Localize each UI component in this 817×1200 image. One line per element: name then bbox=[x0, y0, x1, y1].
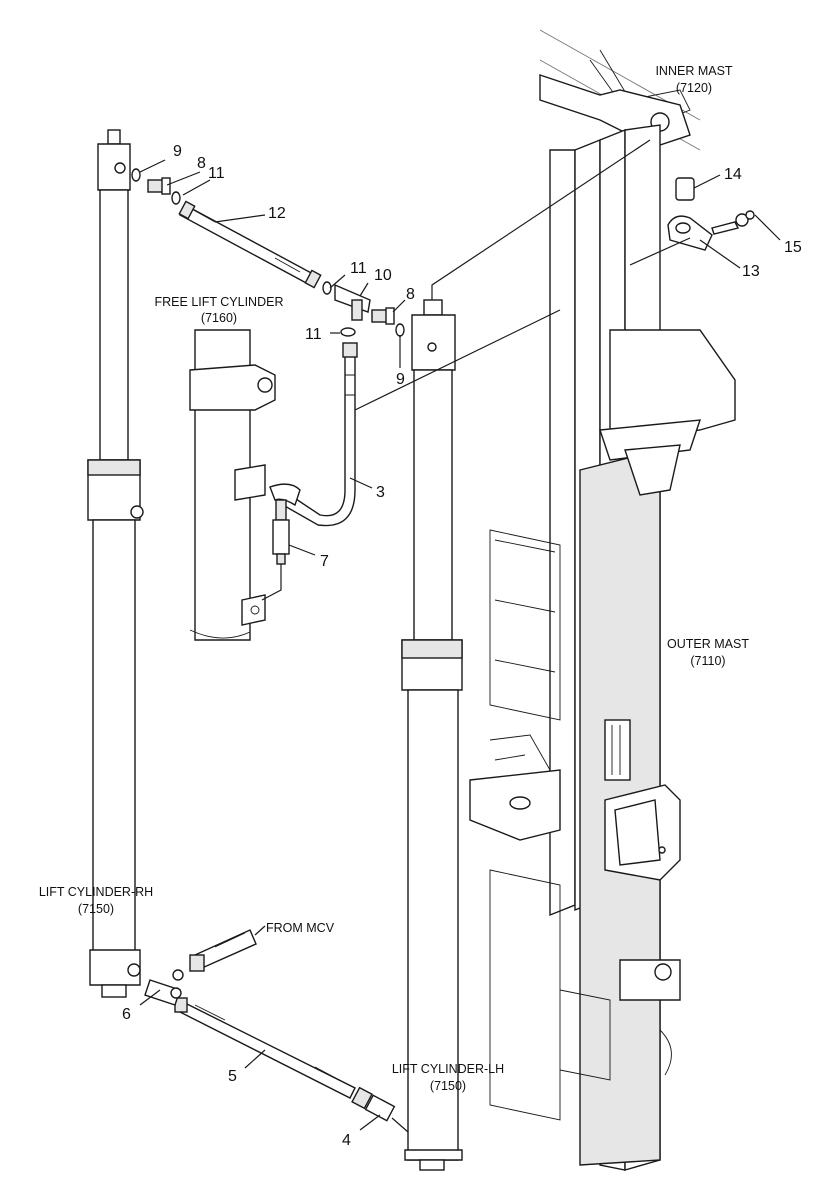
lift-cylinder-lh-code: (7150) bbox=[430, 1079, 466, 1093]
from-mcv-hose bbox=[189, 929, 257, 972]
callout-3: 3 bbox=[376, 484, 385, 501]
hose-12 bbox=[178, 200, 322, 289]
callout-9-lower: 9 bbox=[396, 371, 405, 388]
inner-mast-label: INNER MAST bbox=[655, 64, 732, 78]
callout-6: 6 bbox=[122, 1006, 131, 1023]
callout-12: 12 bbox=[268, 205, 286, 222]
callout-14: 14 bbox=[724, 166, 742, 183]
callout-8-lower: 8 bbox=[406, 286, 415, 303]
hose-5 bbox=[174, 997, 356, 1099]
lift-cylinder-rh-code: (7150) bbox=[78, 902, 114, 916]
callout-8-upper: 8 bbox=[197, 155, 206, 172]
tee-6 bbox=[144, 969, 184, 1006]
free-lift-cylinder-label: FREE LIFT CYLINDER bbox=[155, 295, 284, 309]
leader-lines bbox=[139, 139, 781, 1131]
fitting-7 bbox=[261, 499, 290, 601]
fittings-top bbox=[131, 168, 405, 337]
callout-10: 10 bbox=[374, 267, 392, 284]
outer-mast bbox=[469, 29, 736, 1171]
outer-mast-code: (7110) bbox=[690, 654, 725, 668]
callout-5: 5 bbox=[228, 1068, 237, 1085]
callout-15: 15 bbox=[784, 239, 802, 256]
lift-cylinder-lh-label: LIFT CYLINDER-LH bbox=[392, 1062, 504, 1076]
callout-13: 13 bbox=[742, 263, 760, 280]
callout-11-mid: 11 bbox=[350, 260, 367, 277]
from-mcv-label: FROM MCV bbox=[266, 921, 335, 935]
callout-7: 7 bbox=[320, 553, 329, 570]
callout-4: 4 bbox=[342, 1132, 351, 1149]
lift-cylinder-lh bbox=[401, 299, 463, 1171]
lift-cylinder-rh bbox=[87, 129, 144, 998]
free-lift-cylinder bbox=[189, 329, 276, 641]
fitting-4 bbox=[351, 1086, 409, 1133]
callout-9-upper: 9 bbox=[173, 143, 182, 160]
outer-mast-label: OUTER MAST bbox=[667, 637, 749, 651]
lift-cylinder-rh-label: LIFT CYLINDER-RH bbox=[39, 885, 153, 899]
free-lift-cylinder-code: (7160) bbox=[201, 311, 237, 325]
clamp-13-14-15 bbox=[667, 177, 755, 251]
inner-mast-code: (7120) bbox=[676, 81, 712, 95]
callout-11-lower: 11 bbox=[305, 326, 322, 343]
hose-3 bbox=[269, 342, 358, 527]
callout-11-upper: 11 bbox=[208, 165, 225, 182]
